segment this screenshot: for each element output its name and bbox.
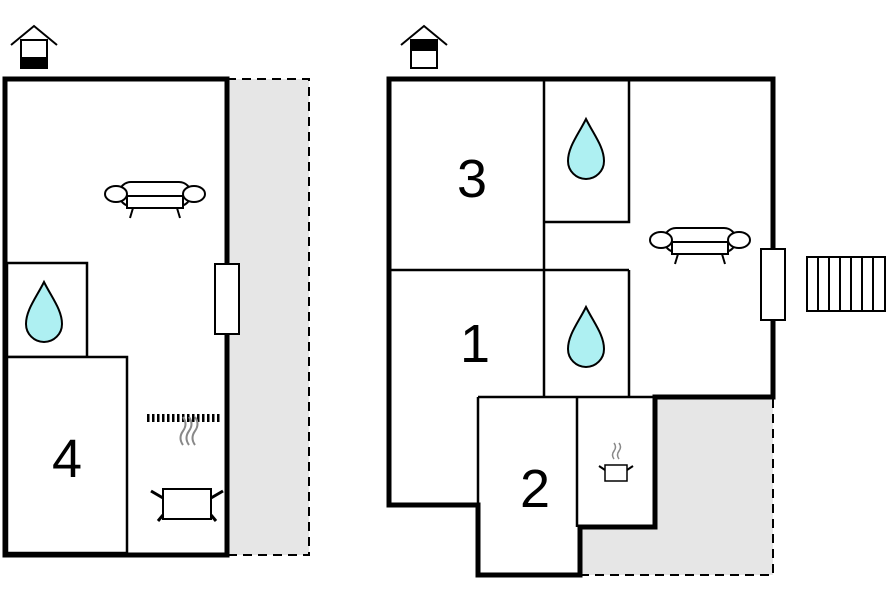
room-number: 3 xyxy=(457,149,487,209)
ground-floor-plan: 4 xyxy=(2,25,310,558)
kitchen-icon xyxy=(598,442,634,482)
room-number: 2 xyxy=(520,459,550,519)
upper-floor-plan: 3 1 2 xyxy=(386,25,886,578)
room-4 xyxy=(5,355,129,555)
house-floor-icon xyxy=(10,25,58,69)
stairs-icon xyxy=(806,256,886,312)
room-number: 4 xyxy=(52,429,82,489)
house-floor-icon xyxy=(400,25,448,69)
room-number: 1 xyxy=(460,314,490,374)
window-icon xyxy=(214,263,240,335)
interior-walls xyxy=(389,79,655,527)
window-icon xyxy=(760,248,786,321)
kitchen-icon xyxy=(150,416,224,522)
